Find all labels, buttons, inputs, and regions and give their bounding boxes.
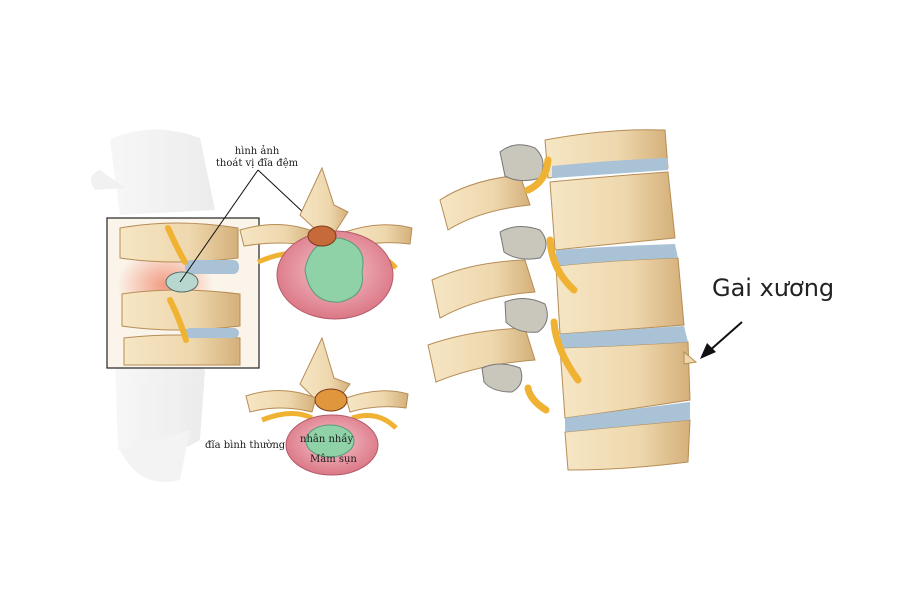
herniation-zoom-box <box>106 217 260 369</box>
background-spine <box>91 129 215 482</box>
bone-spur-label: Gai xương <box>712 274 835 302</box>
bone-spur-arrow <box>700 321 743 359</box>
herniation-label-line1: hình ảnh <box>234 146 280 157</box>
spine-with-bone-spurs <box>427 129 698 471</box>
herniation-label: hình ảnh thoát vị đĩa đệm <box>212 146 302 170</box>
herniated-disc-cross-section <box>239 166 413 320</box>
normal-disc-label: đĩa bình thường <box>205 440 286 451</box>
nucleus-label: nhân nhầy <box>300 434 354 445</box>
annulus-label: Mâm sụn <box>310 454 357 465</box>
normal-disc-cross-section <box>245 336 409 476</box>
herniation-label-line2: thoát vị đĩa đệm <box>215 158 299 169</box>
